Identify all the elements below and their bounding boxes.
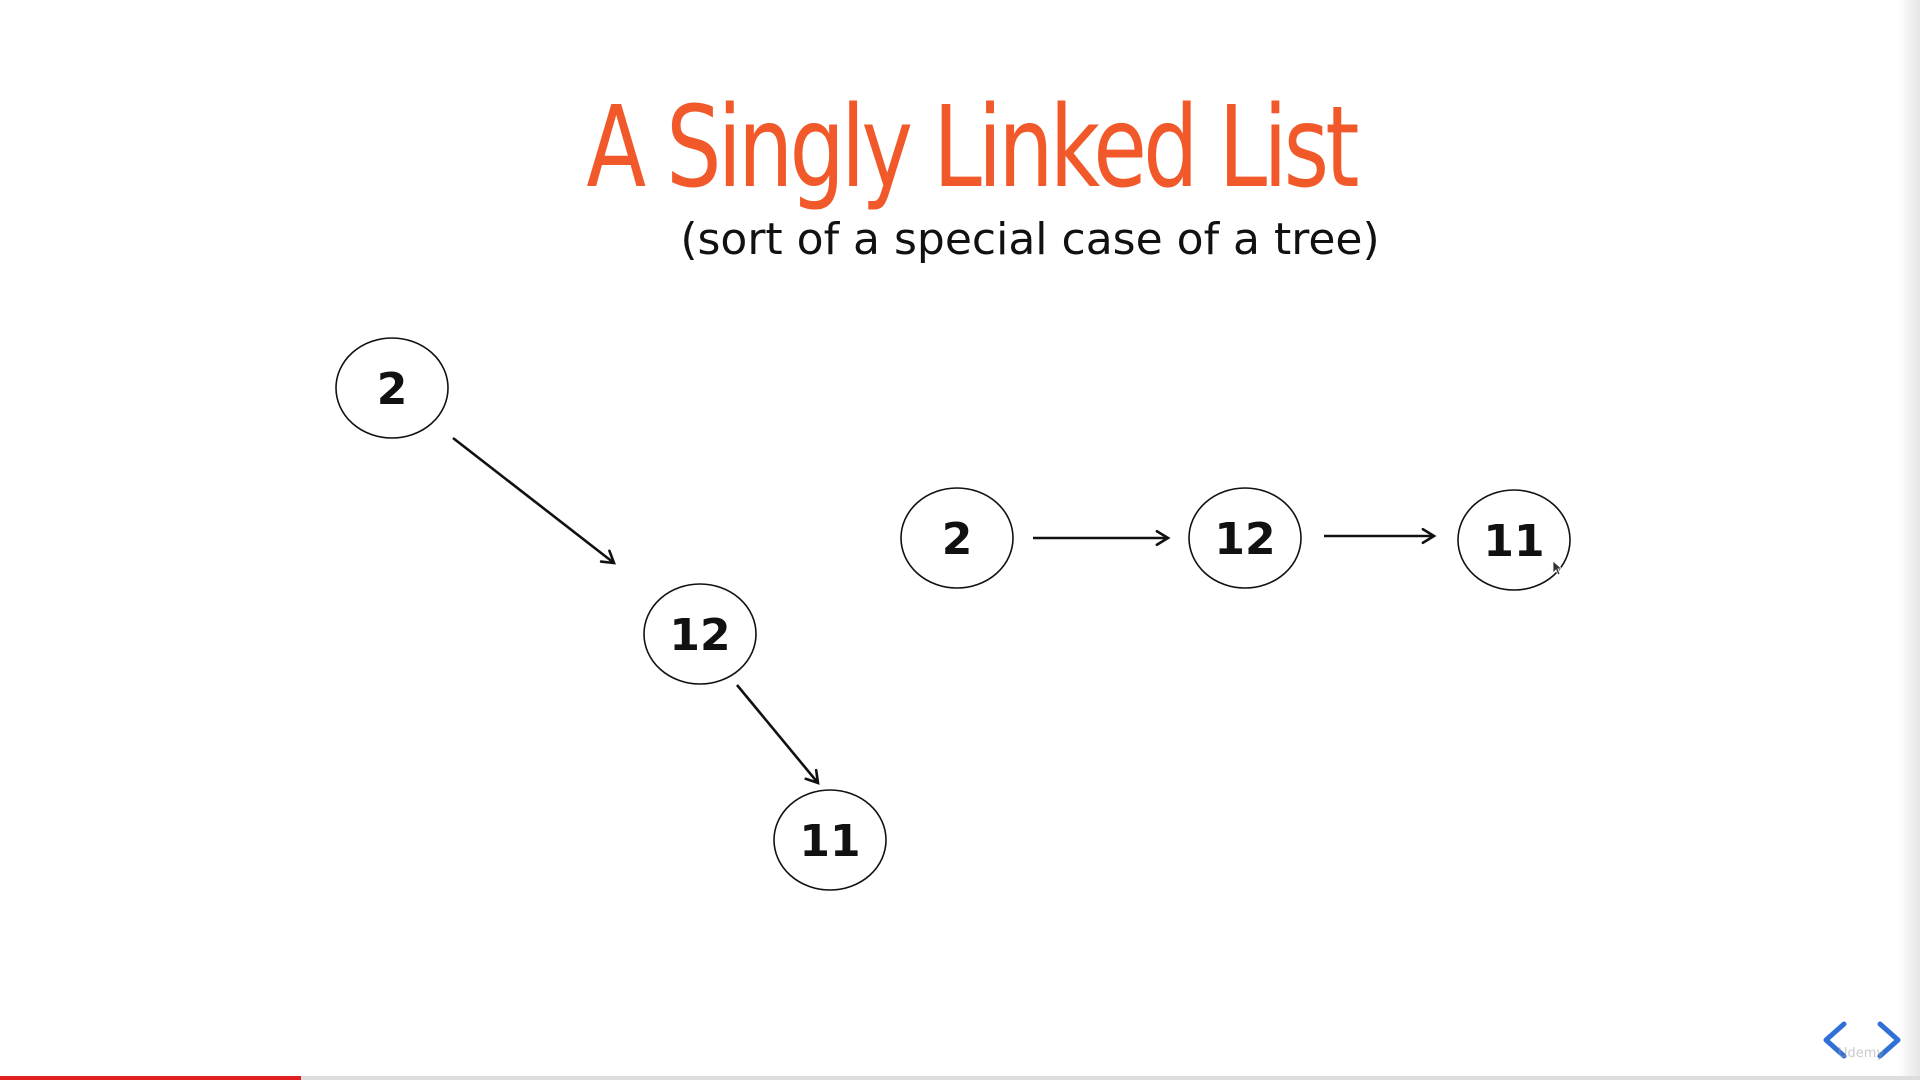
arrowhead-icon: [599, 549, 616, 565]
mouse-cursor-icon: [1552, 560, 1564, 576]
node-label: 12: [1214, 514, 1275, 565]
previous-slide-button[interactable]: [1816, 1018, 1856, 1062]
node-label: 2: [942, 514, 973, 565]
next-slide-button[interactable]: [1868, 1018, 1908, 1062]
chevron-right-icon: [1877, 1021, 1901, 1059]
list-node-12: 12: [1188, 487, 1302, 589]
slide-title: A Singly Linked List: [586, 83, 1359, 213]
node-label: 12: [669, 610, 730, 661]
chevron-left-icon: [1823, 1021, 1847, 1059]
arrowhead-icon: [804, 768, 820, 785]
list-node-11: 11: [1457, 489, 1571, 591]
tree-node-11: 11: [773, 789, 887, 891]
slide-subtitle: (sort of a special case of a tree): [680, 214, 1380, 265]
edges-layer: [452, 436, 1437, 785]
list-edge-l-12-to-l-11: [1324, 527, 1437, 545]
list-node-2: 2: [900, 487, 1014, 589]
node-circle: [643, 583, 757, 685]
node-circle: [1188, 487, 1302, 589]
node-circle: [900, 487, 1014, 589]
slide-edge-shadow: [1898, 0, 1920, 1080]
edge-line: [735, 684, 820, 784]
tree-edge-t-2-to-t-12: [452, 436, 616, 565]
edge-line: [452, 436, 615, 565]
udemy-watermark: Udemy: [1838, 1046, 1885, 1061]
list-edge-l-2-to-l-12: [1033, 529, 1171, 547]
node-label: 11: [799, 816, 860, 867]
arrowhead-icon: [1421, 527, 1437, 545]
tree-node-12: 12: [643, 583, 757, 685]
node-label: 11: [1483, 516, 1544, 567]
tree-edge-t-12-to-t-11: [735, 684, 820, 785]
node-circle: [335, 337, 449, 439]
nodes-layer: 2 12 11 2 12 11: [335, 337, 1571, 891]
node-label: 2: [377, 364, 408, 415]
video-progress-fill: [0, 1076, 302, 1080]
tree-node-2: 2: [335, 337, 449, 439]
node-circle: [773, 789, 887, 891]
node-circle: [1457, 489, 1571, 591]
arrowhead-icon: [1155, 529, 1171, 547]
video-progress-bar[interactable]: [0, 1076, 1920, 1080]
